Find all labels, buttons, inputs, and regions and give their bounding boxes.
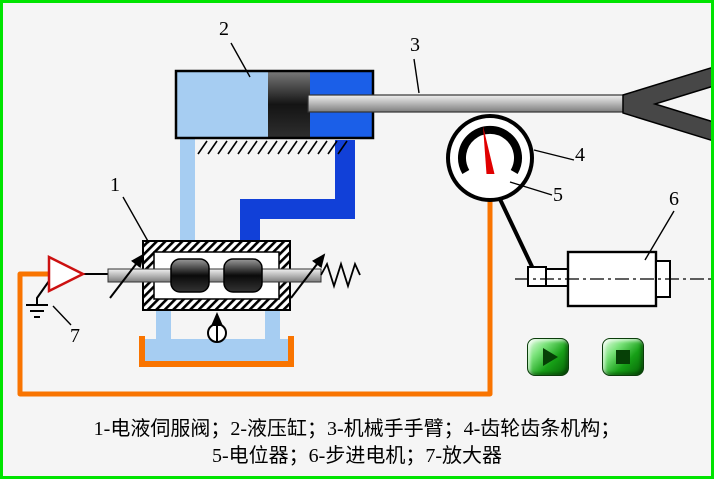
label-cylinder: 2 <box>219 18 229 40</box>
pipe-return-right <box>265 308 280 341</box>
stop-button[interactable] <box>602 338 644 376</box>
servo-valve <box>107 240 361 311</box>
spool-land-right <box>223 258 263 293</box>
gear-dial <box>446 114 534 202</box>
amplifier <box>26 254 86 318</box>
stop-icon <box>616 350 630 364</box>
oil-tank <box>139 336 294 367</box>
piston-rod <box>307 94 629 113</box>
caption-line-1: 1-电液伺服阀；2-液压缸；3-机械手手臂；4-齿轮齿条机构； <box>93 418 621 440</box>
piston <box>268 71 310 138</box>
leader-lines <box>52 42 675 326</box>
potentiometer-arc <box>458 126 522 175</box>
oil-tank-fluid <box>142 339 291 362</box>
label-potentiometer: 5 <box>553 184 563 206</box>
pipe-pressure <box>240 140 355 249</box>
label-amplifier: 7 <box>70 325 80 347</box>
gear-motor-link <box>496 194 538 276</box>
solenoid-arrow-left <box>109 253 145 299</box>
gripper <box>622 67 711 141</box>
feedback-wire <box>17 200 493 397</box>
mounting-hatch <box>197 140 348 155</box>
valve-spool-rod <box>107 268 322 283</box>
label-stepper-motor: 6 <box>669 188 679 210</box>
amplifier-triangle <box>47 254 86 294</box>
play-icon <box>543 348 558 366</box>
schematic-diagram <box>17 42 711 397</box>
pipe-left <box>180 136 195 243</box>
label-gear-rack: 4 <box>575 144 585 166</box>
solenoid-arrow-right <box>290 253 326 299</box>
spring-icon <box>320 261 361 289</box>
motor-shaft <box>545 268 571 287</box>
spool-land-left <box>170 258 210 293</box>
play-button[interactable] <box>527 338 569 376</box>
needle <box>483 126 495 174</box>
stepper-motor <box>515 250 711 308</box>
caption-line-2: 5-电位器；6-步进电机；7-放大器 <box>212 445 502 467</box>
pipe-return-left <box>156 308 171 341</box>
label-arm: 3 <box>410 34 420 56</box>
label-servo-valve: 1 <box>110 174 120 196</box>
ground-icon <box>26 280 50 318</box>
caption: 1-电液伺服阀；2-液压缸；3-机械手手臂；4-齿轮齿条机构； 5-电位器；6-… <box>3 416 711 470</box>
motor-coupling <box>527 266 547 287</box>
